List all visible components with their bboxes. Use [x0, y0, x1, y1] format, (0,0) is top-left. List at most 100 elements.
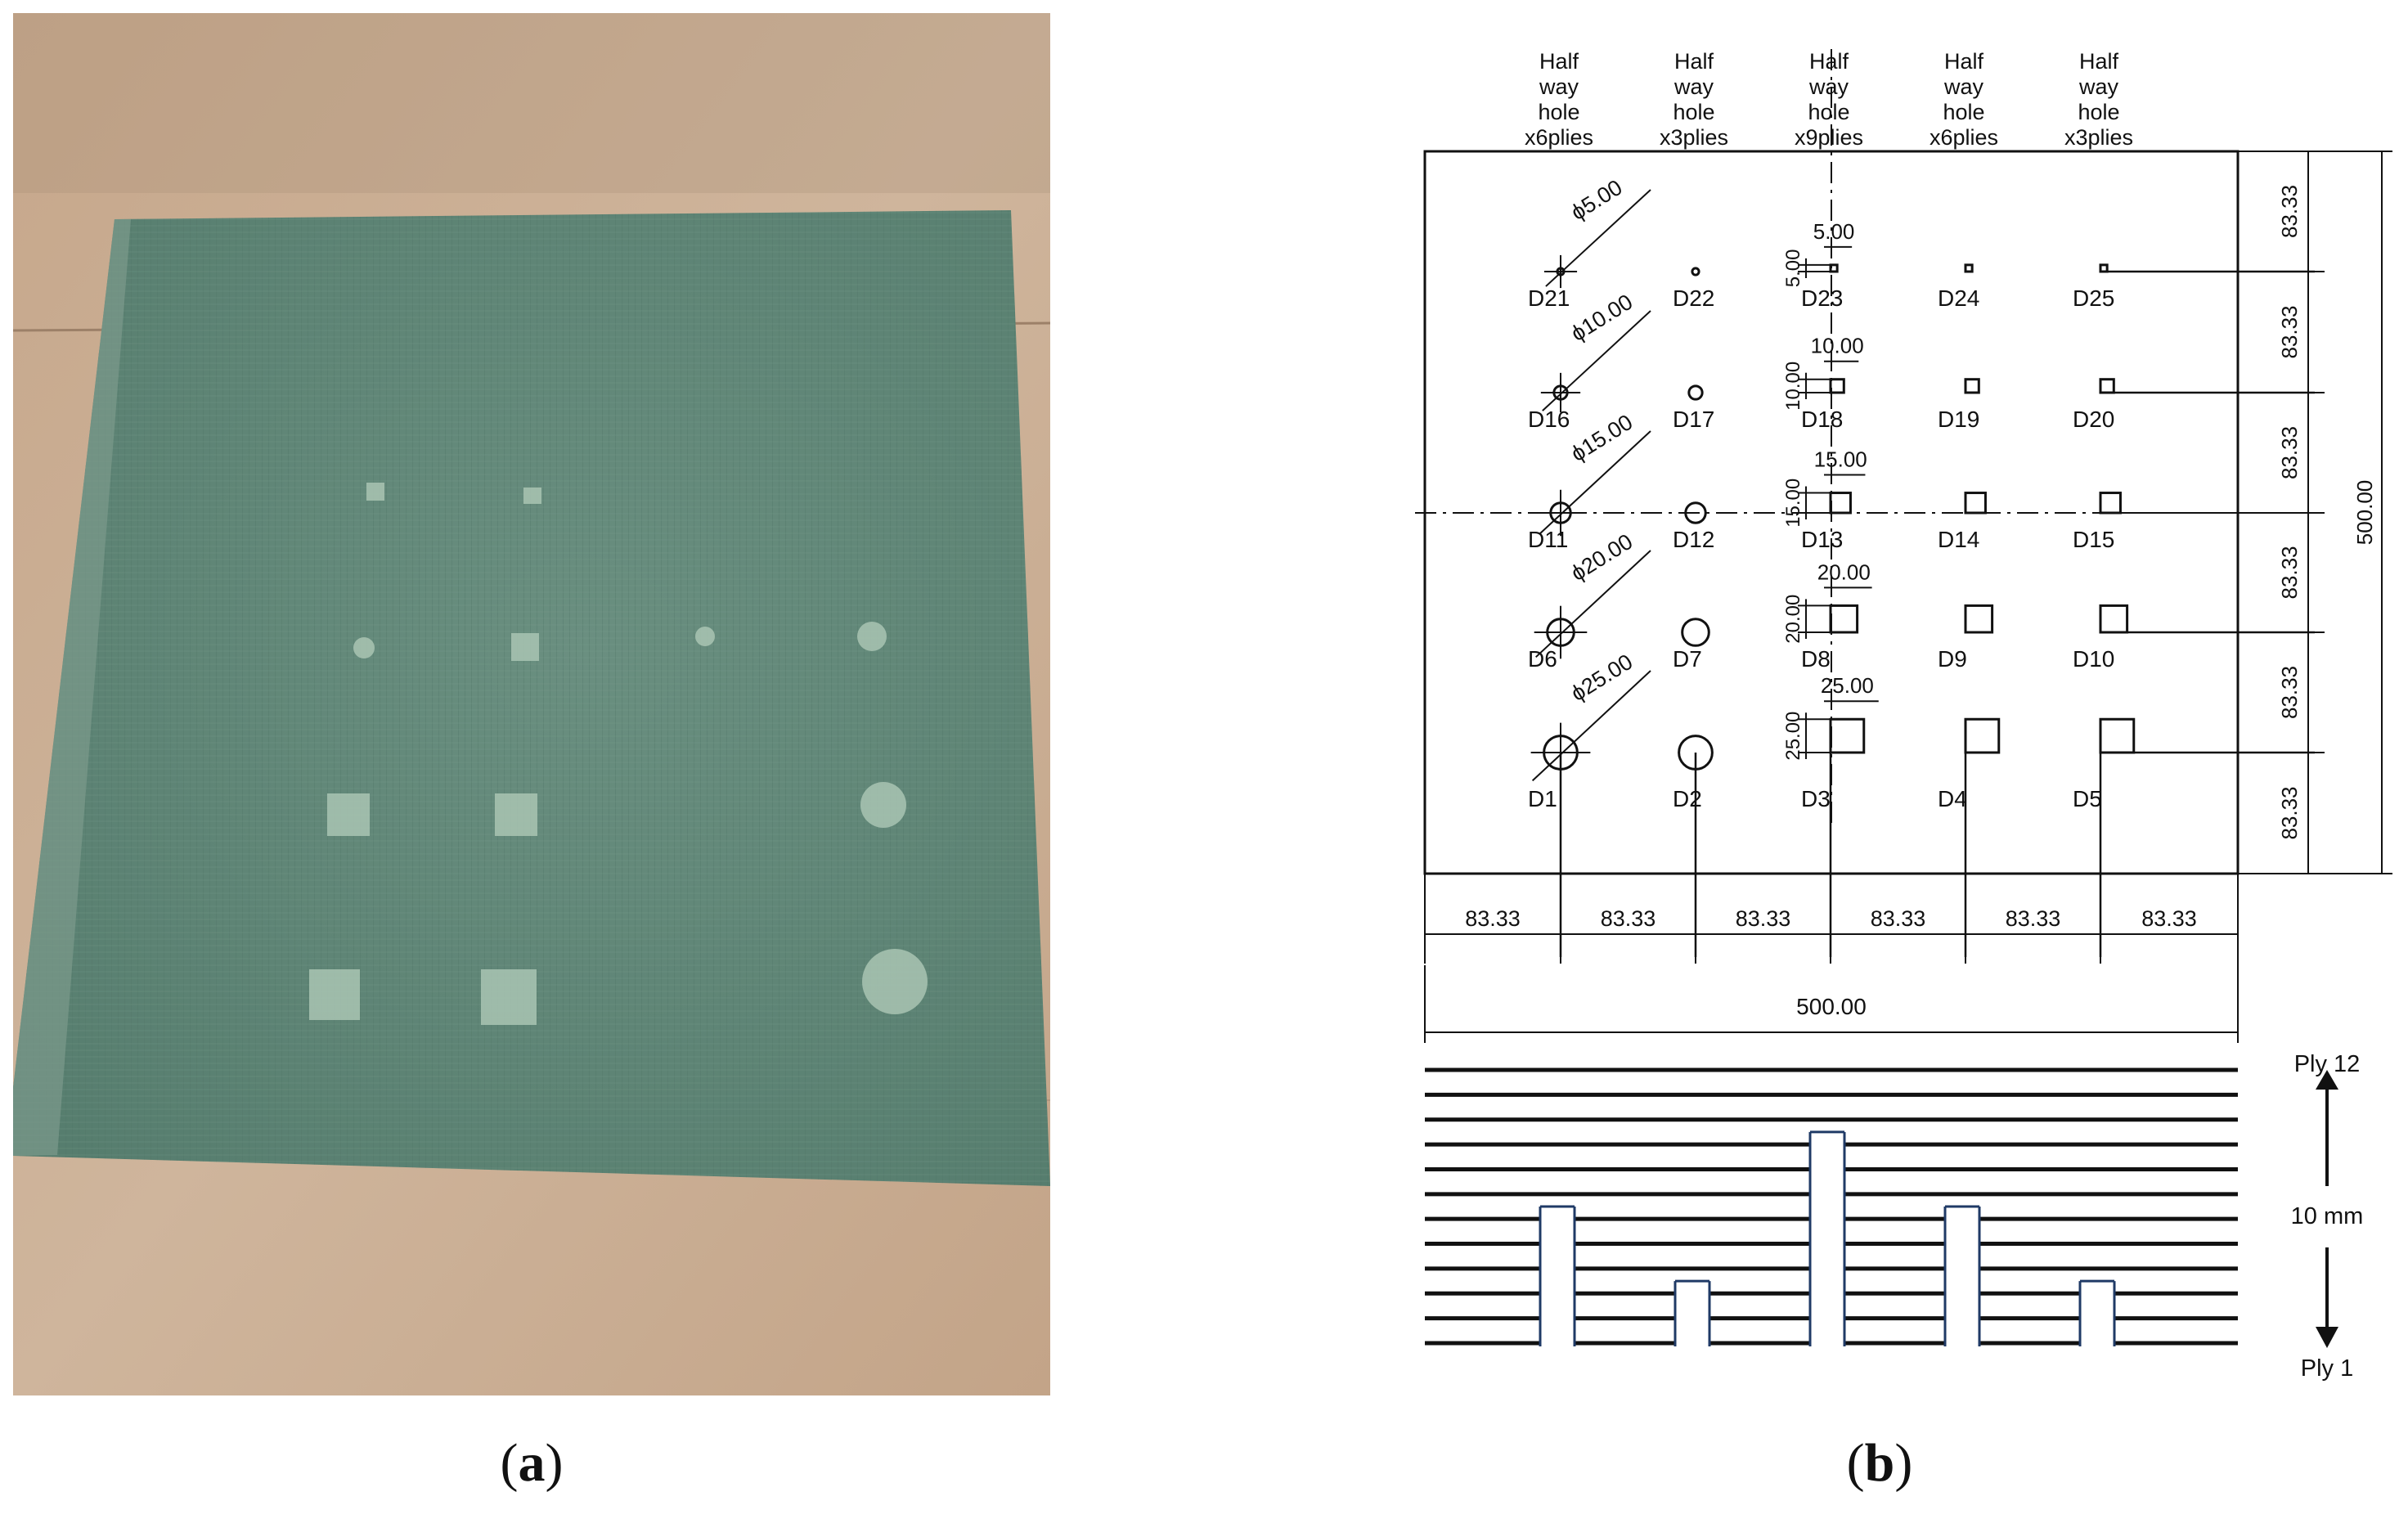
caption-a: (a) — [501, 1433, 564, 1493]
vertical-spacing-dimension: 83.33 — [2277, 546, 2302, 599]
square-hole — [1829, 378, 1845, 394]
column-header-text: hole — [2078, 100, 2119, 124]
spacing-dimension: 83.33 — [2006, 906, 2061, 931]
column-header-text: x3plies — [1660, 125, 1728, 150]
thickness-label: 10 mm — [2291, 1203, 2364, 1229]
column-header-text: Half — [1539, 49, 1579, 74]
vertical-spacing-dimension: 83.33 — [2277, 185, 2302, 238]
defect-circle — [860, 782, 906, 828]
arrow-head-up — [2316, 1070, 2338, 1090]
hole-label: D9 — [1938, 646, 1967, 672]
hole-label: D18 — [1801, 407, 1843, 432]
hole-label: D17 — [1673, 407, 1714, 432]
hole-label: D2 — [1673, 786, 1702, 811]
hole-label: D6 — [1528, 646, 1557, 672]
hole-label: D23 — [1801, 285, 1843, 311]
arrow-head-down — [2316, 1327, 2338, 1348]
table-shadow — [13, 13, 1050, 193]
total-height-dimension: 500.00 — [2352, 480, 2377, 546]
hole-label: D22 — [1673, 285, 1714, 311]
hole-label: D4 — [1938, 786, 1967, 811]
diameter-dimension: ϕ25.00 — [1566, 649, 1637, 706]
column-header-text: Half — [1674, 49, 1714, 74]
square-hole — [2099, 378, 2115, 394]
vertical-spacing-dimension: 83.33 — [2277, 666, 2302, 719]
total-width-dimension: 500.00 — [1796, 994, 1867, 1019]
square-height-dimension: 25.00 — [1782, 712, 1804, 761]
defect-square — [481, 969, 537, 1025]
column-header-text: way — [2078, 74, 2119, 99]
composite-plate-texture — [13, 210, 1050, 1186]
hole-label: D24 — [1938, 285, 1979, 311]
square-hole — [2099, 604, 2129, 634]
column-header-text: x6plies — [1525, 125, 1593, 150]
hole-label: D25 — [2073, 285, 2114, 311]
square-hole — [1964, 492, 1987, 515]
hole-label: D11 — [1528, 527, 1568, 552]
defect-circle — [353, 637, 375, 658]
diameter-leader — [1535, 550, 1651, 658]
square-hole — [1964, 604, 1994, 634]
column-header-text: hole — [1538, 100, 1579, 124]
hole-label: D15 — [2073, 527, 2114, 552]
diameter-leader — [1531, 670, 1651, 782]
square-hole — [2099, 492, 2122, 515]
square-width-dimension: 10.00 — [1811, 334, 1864, 358]
square-width-dimension: 20.00 — [1817, 560, 1871, 584]
hole-label: D12 — [1673, 527, 1714, 552]
column-header-text: way — [1808, 74, 1849, 99]
defect-circle — [862, 949, 928, 1014]
spacing-dimension: 83.33 — [1871, 906, 1926, 931]
hole-label: D1 — [1528, 786, 1557, 811]
column-header-text: way — [1943, 74, 1984, 99]
circular-hole — [1681, 618, 1710, 647]
circular-hole — [1691, 267, 1700, 276]
diameter-leader — [1545, 189, 1651, 287]
defect-square — [366, 483, 384, 501]
diameter-leader — [1542, 310, 1651, 411]
square-height-dimension: 20.00 — [1782, 595, 1804, 644]
square-width-dimension: 25.00 — [1821, 673, 1874, 698]
column-header-text: x3plies — [2064, 125, 2133, 150]
square-width-dimension: 5.00 — [1813, 219, 1855, 244]
column-header-text: Half — [1944, 49, 1984, 74]
column-header-text: Half — [1809, 49, 1849, 74]
defect-square — [309, 969, 360, 1020]
column-header-text: x9plies — [1795, 125, 1863, 150]
ply-bottom-label: Ply 1 — [2301, 1355, 2353, 1382]
ply-top-label: Ply 12 — [2294, 1051, 2361, 1077]
circular-hole — [1687, 384, 1704, 401]
hole-label: D13 — [1801, 527, 1843, 552]
caption-b: (b) — [1847, 1433, 1913, 1493]
spacing-dimension: 83.33 — [1601, 906, 1656, 931]
hole-label: D16 — [1528, 407, 1570, 432]
defect-square — [511, 633, 539, 661]
defect-circle — [695, 627, 715, 646]
defect-circle — [857, 622, 887, 651]
vertical-spacing-dimension: 83.33 — [2277, 305, 2302, 358]
technical-drawing: Halfwayholex6pliesHalfwayholex3pliesHalf… — [1415, 49, 2392, 1382]
square-hole — [2099, 717, 2136, 754]
defect-square — [327, 793, 370, 836]
caption-a-letter: a — [519, 1433, 546, 1493]
column-header-text: way — [1539, 74, 1579, 99]
diameter-dimension: ϕ20.00 — [1566, 529, 1637, 586]
hole-label: D7 — [1673, 646, 1702, 672]
embedded-defects — [309, 483, 928, 1025]
column-header-text: x6plies — [1930, 125, 1998, 150]
plate-edge — [13, 219, 131, 1156]
column-header-text: Half — [2079, 49, 2119, 74]
square-hole — [1829, 604, 1859, 634]
diameter-dimension: ϕ15.00 — [1566, 410, 1637, 466]
square-hole — [1964, 717, 2001, 754]
spacing-dimension: 83.33 — [1465, 906, 1521, 931]
hole-label: D20 — [2073, 407, 2114, 432]
diameter-leader — [1539, 430, 1651, 535]
spacing-dimension: 83.33 — [1736, 906, 1791, 931]
spacing-dimension: 83.33 — [2141, 906, 2197, 931]
column-header-text: hole — [1808, 100, 1849, 124]
square-hole — [2099, 263, 2109, 273]
column-header-text: way — [1673, 74, 1714, 99]
hole-label: D10 — [2073, 646, 2114, 672]
